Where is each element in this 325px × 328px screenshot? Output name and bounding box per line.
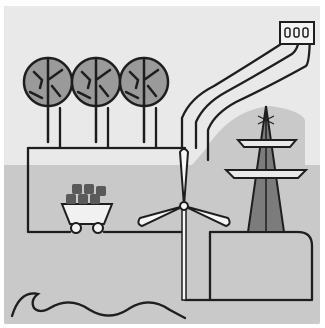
factory-icon (280, 22, 314, 44)
